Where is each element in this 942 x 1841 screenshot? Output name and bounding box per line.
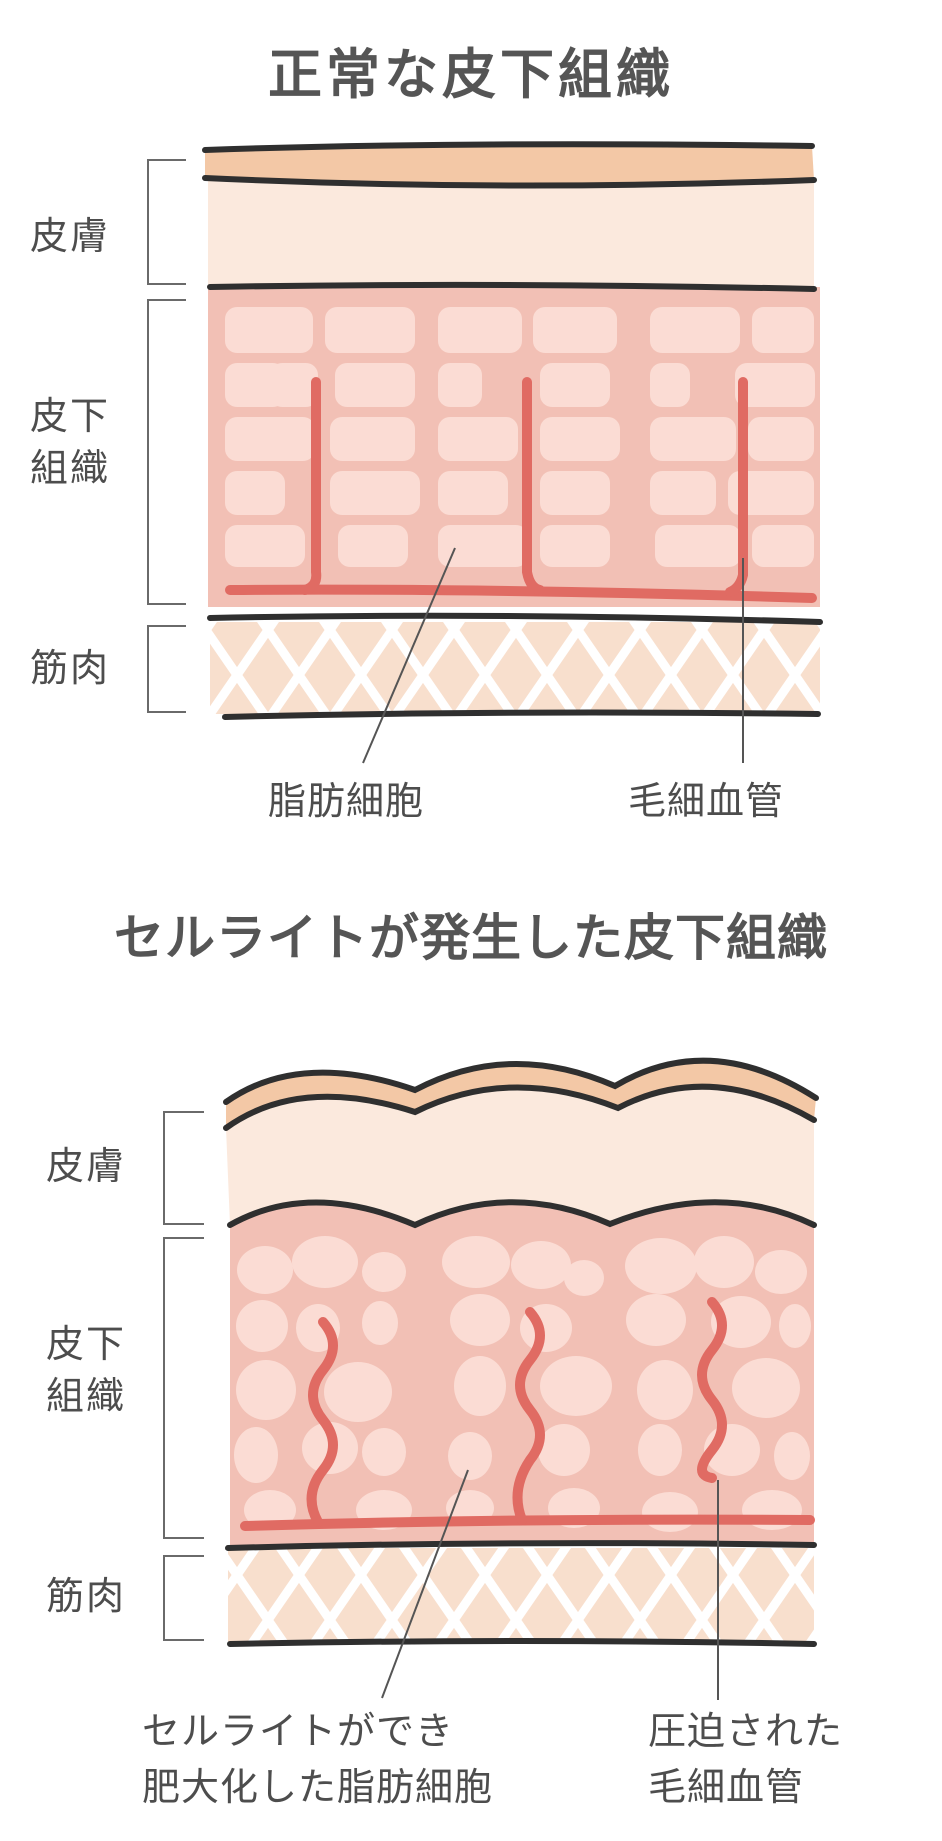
cellulite-tissue-diagram <box>163 1057 819 1700</box>
cellulite-layer-outlines <box>223 1057 819 1647</box>
normal-diagram-title: 正常な皮下組織 <box>268 43 674 106</box>
cellulite-leader-lines <box>381 1469 719 1700</box>
cellulite-outer-skin-band <box>226 1060 816 1128</box>
cellulite-fat-cell-callout-line2: 肥大化した脂肪細胞 <box>142 1765 494 1809</box>
cellulite-layer-brackets <box>163 1111 204 1641</box>
cellulite-capillaries <box>240 1297 815 1531</box>
cellulite-diagram-title: セルライトが発生した皮下組織 <box>114 909 828 967</box>
cellulite-subcutaneous-label-line1: 皮下 <box>46 1322 127 1366</box>
cellulite-skin-layer <box>226 1086 814 1225</box>
cellulite-subcutaneous-label-line2: 組織 <box>46 1374 127 1418</box>
normal-muscle-fibers <box>210 622 820 714</box>
normal-subcutaneous-label-line1: 皮下 <box>30 394 111 438</box>
normal-leader-lines <box>362 547 744 764</box>
cellulite-fat-cell-callout-line1: セルライトができ <box>142 1709 455 1753</box>
normal-subcutaneous-label: 皮下 組織 <box>30 390 110 494</box>
normal-layer-outlines <box>202 141 823 720</box>
normal-layer-brackets <box>147 159 186 713</box>
normal-skin-layer <box>208 178 814 287</box>
cellulite-muscle-fibers <box>228 1548 814 1644</box>
normal-tissue-diagram <box>147 141 823 764</box>
normal-skin-label: 皮膚 <box>30 214 111 258</box>
cellulite-capillary-callout-line1: 圧迫された <box>648 1709 844 1753</box>
cellulite-subcutaneous-label: 皮下 組織 <box>46 1318 126 1422</box>
normal-fat-cell-callout: 脂肪細胞 <box>268 779 425 823</box>
cellulite-fat-cell-callout: セルライトができ 肥大化した脂肪細胞 <box>142 1703 493 1815</box>
cellulite-capillary-callout: 圧迫された 毛細血管 <box>648 1703 843 1815</box>
normal-muscle-label: 筋肉 <box>30 646 111 690</box>
cellulite-muscle-label: 筋肉 <box>46 1574 127 1618</box>
normal-subcutaneous-label-line2: 組織 <box>30 446 111 490</box>
cellulite-skin-label: 皮膚 <box>46 1144 127 1188</box>
cellulite-capillary-callout-line2: 毛細血管 <box>648 1765 805 1809</box>
normal-outer-skin-band <box>205 144 814 186</box>
normal-capillary-callout: 毛細血管 <box>628 779 785 823</box>
normal-fat-cells <box>225 307 815 567</box>
